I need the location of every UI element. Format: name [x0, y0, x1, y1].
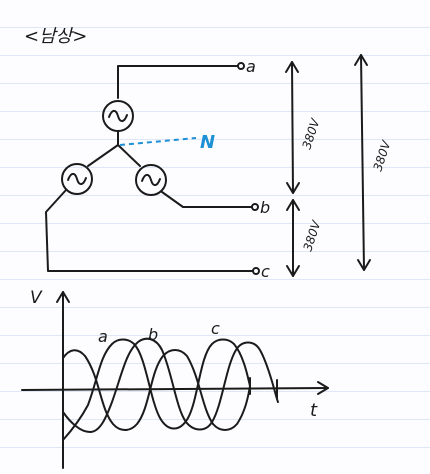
neutral-wire	[119, 137, 197, 146]
ac-source-c-icon	[61, 163, 93, 195]
wave-phase-c	[62, 337, 279, 433]
wire-star-to-b	[117, 144, 141, 167]
voltage-ab-label: 380V	[300, 116, 323, 151]
three-phase-waveform: V t a b c	[21, 288, 329, 469]
arrow-v-ac	[360, 54, 365, 271]
voltage-bc-label: 380V	[301, 218, 324, 253]
phase-label-a: a	[98, 327, 108, 346]
wire-star-to-c	[87, 144, 119, 167]
y-axis-label: V	[30, 288, 43, 308]
phase-label-b: b	[148, 325, 158, 344]
wire-c	[45, 189, 254, 272]
terminal-b-dot	[251, 203, 259, 211]
wire-b	[161, 191, 253, 208]
voltage-ac-label: 380V	[371, 138, 394, 173]
wire-a	[117, 65, 239, 99]
terminal-a-label: a	[246, 57, 256, 76]
neutral-label: N	[200, 132, 215, 153]
phase-label-c: c	[211, 319, 220, 338]
x-axis-label: t	[310, 400, 318, 421]
three-phase-y-circuit: a N b c	[45, 57, 270, 281]
wave-phase-b	[62, 338, 251, 441]
terminal-b-label: b	[260, 198, 270, 217]
terminal-c-label: c	[261, 262, 270, 281]
terminal-a-dot	[237, 62, 245, 70]
voltage-annotations: 380V 380V 380V	[285, 54, 394, 277]
ac-source-a-icon	[102, 100, 134, 132]
ac-source-b-icon	[135, 164, 167, 196]
terminal-c-dot	[252, 267, 260, 275]
page-title: <남상>	[24, 26, 87, 47]
arrow-v-ab	[291, 61, 294, 194]
